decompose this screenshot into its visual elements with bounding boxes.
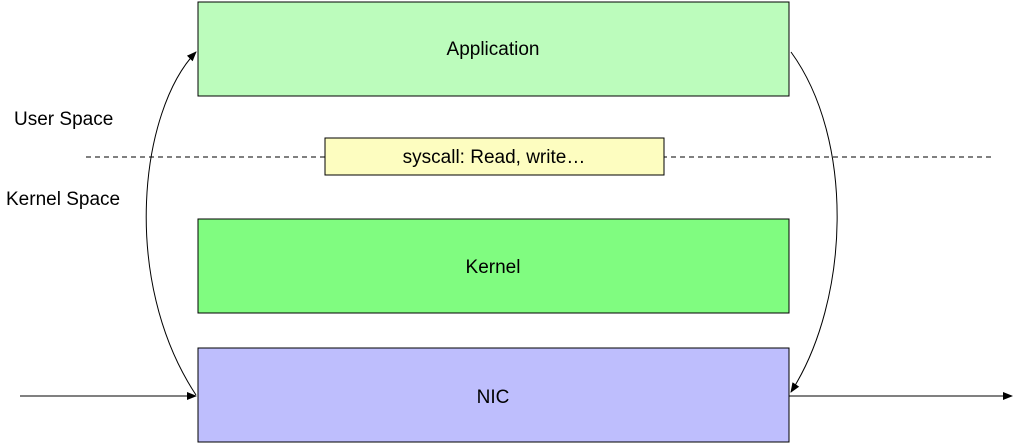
nic-label: NIC: [477, 387, 510, 408]
syscall-label: syscall: Read, write…: [403, 147, 586, 168]
kernel-label: Kernel: [466, 257, 521, 278]
kernel-box-rect: [197, 218, 790, 314]
application-to-nic-arrow: [790, 51, 838, 393]
application-box: Application: [197, 1, 790, 97]
application-box-rect: [197, 1, 790, 97]
nic-box: NIC: [197, 347, 790, 443]
syscall-box: syscall: Read, write…: [324, 137, 665, 176]
syscall-box-rect: [324, 137, 665, 176]
application-label: Application: [447, 39, 540, 60]
nic-box-rect: [197, 347, 790, 443]
kernel-space-label: Kernel Space: [6, 189, 120, 210]
nic-to-application-arrow: [145, 51, 197, 396]
user-space-label: User Space: [14, 109, 113, 130]
kernel-box: Kernel: [197, 218, 790, 314]
